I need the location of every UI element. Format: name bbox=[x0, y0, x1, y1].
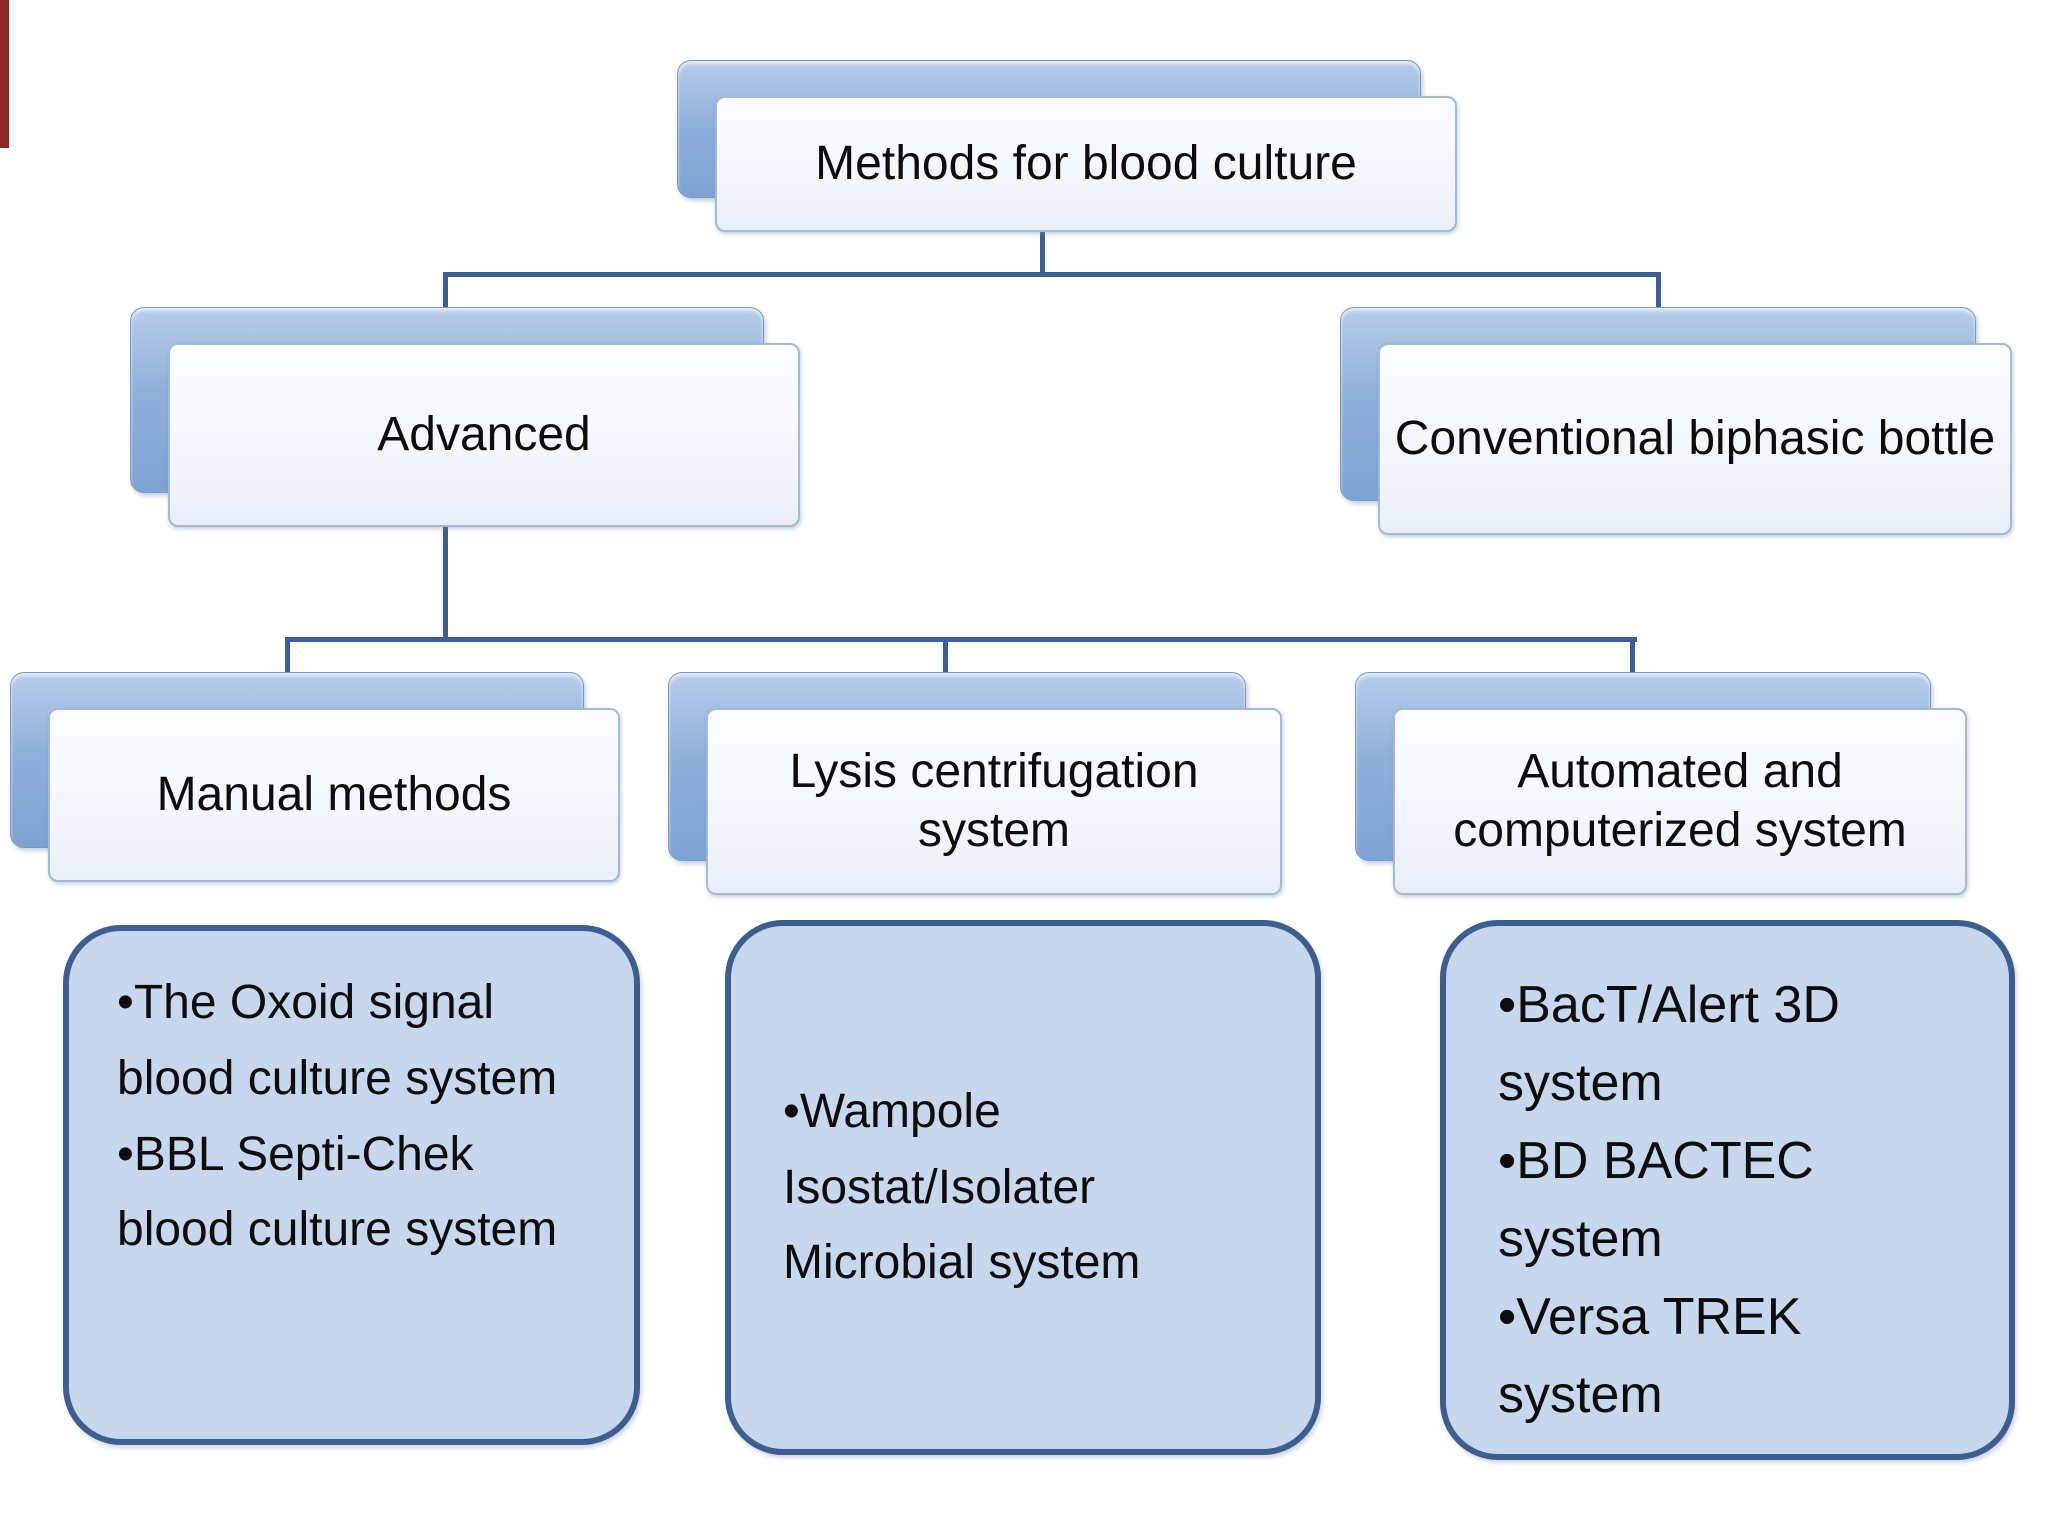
node-lysis-centrifugation-system: Lysis centrifugation system bbox=[668, 672, 1282, 895]
node-face: Methods for blood culture bbox=[715, 96, 1457, 232]
left-edge-artifact bbox=[0, 0, 9, 148]
connector-root-stub bbox=[1040, 228, 1045, 276]
bullet-item: •BD BACTEC system bbox=[1498, 1122, 1880, 1278]
connector-drop-conventional bbox=[1656, 272, 1661, 312]
node-conventional-label: Conventional biphasic bottle bbox=[1394, 411, 1996, 465]
node-manual-label: Manual methods bbox=[156, 767, 512, 821]
bullet-glyph: • bbox=[117, 1127, 134, 1181]
node-advanced-label: Advanced bbox=[377, 407, 591, 461]
node-methods-for-blood-culture: Methods for blood culture bbox=[677, 60, 1457, 232]
node-conventional-biphasic-bottle: Conventional biphasic bottle bbox=[1340, 307, 2012, 535]
node-face: Lysis centrifugation system bbox=[706, 708, 1282, 895]
detail-box-automated-systems: •BacT/Alert 3D system •BD BACTEC system … bbox=[1440, 920, 2015, 1460]
bullet-glyph: • bbox=[1498, 1132, 1517, 1190]
node-face: Advanced bbox=[168, 343, 800, 527]
connector-row2-horizontal bbox=[285, 637, 1637, 642]
bullet-item: •BBL Septi-Chek blood culture system bbox=[117, 1117, 565, 1269]
node-face: Automated and computerized system bbox=[1393, 708, 1967, 895]
bullet-text: The Oxoid signal blood culture system bbox=[117, 976, 558, 1105]
connector-drop-lysis bbox=[943, 637, 948, 677]
connector-drop-advanced bbox=[443, 272, 448, 312]
bullet-item: •Wampole Isostat/Isolater Microbial syst… bbox=[783, 1074, 1235, 1301]
connector-row1-horizontal bbox=[443, 272, 1661, 277]
bullet-glyph: • bbox=[783, 1084, 800, 1138]
bullet-glyph: • bbox=[1498, 1288, 1517, 1346]
bullet-text: BacT/Alert 3D system bbox=[1498, 976, 1840, 1112]
bullet-item: •The Oxoid signal blood culture system bbox=[117, 965, 565, 1117]
node-root-label: Methods for blood culture bbox=[815, 136, 1357, 190]
bullet-text: Wampole Isostat/Isolater Microbial syste… bbox=[783, 1084, 1141, 1290]
bullet-glyph: • bbox=[117, 976, 134, 1029]
bullet-text: BBL Septi-Chek blood culture system bbox=[117, 1127, 558, 1257]
detail-box-manual-methods: •The Oxoid signal blood culture system •… bbox=[63, 925, 640, 1445]
bullet-text: Versa TREK system bbox=[1498, 1288, 1802, 1424]
node-face: Conventional biphasic bottle bbox=[1378, 343, 2012, 535]
detail-box-lysis-centrifugation: •Wampole Isostat/Isolater Microbial syst… bbox=[725, 920, 1321, 1455]
node-manual-methods: Manual methods bbox=[10, 672, 620, 882]
bullet-text: BD BACTEC system bbox=[1498, 1132, 1814, 1268]
node-lysis-label: Lysis centrifugation system bbox=[789, 744, 1199, 857]
node-advanced: Advanced bbox=[130, 307, 800, 527]
connector-advanced-stub bbox=[443, 523, 448, 642]
connector-drop-automated bbox=[1630, 637, 1635, 677]
bullet-item: •BacT/Alert 3D system bbox=[1498, 966, 1880, 1122]
bullet-item: •Versa TREK system bbox=[1498, 1278, 1880, 1434]
node-automated-label: Automated and computerized system bbox=[1453, 744, 1907, 857]
node-automated-computerized-system: Automated and computerized system bbox=[1355, 672, 1967, 895]
node-face: Manual methods bbox=[48, 708, 620, 882]
bullet-glyph: • bbox=[1498, 976, 1517, 1034]
connector-drop-manual bbox=[285, 637, 290, 677]
